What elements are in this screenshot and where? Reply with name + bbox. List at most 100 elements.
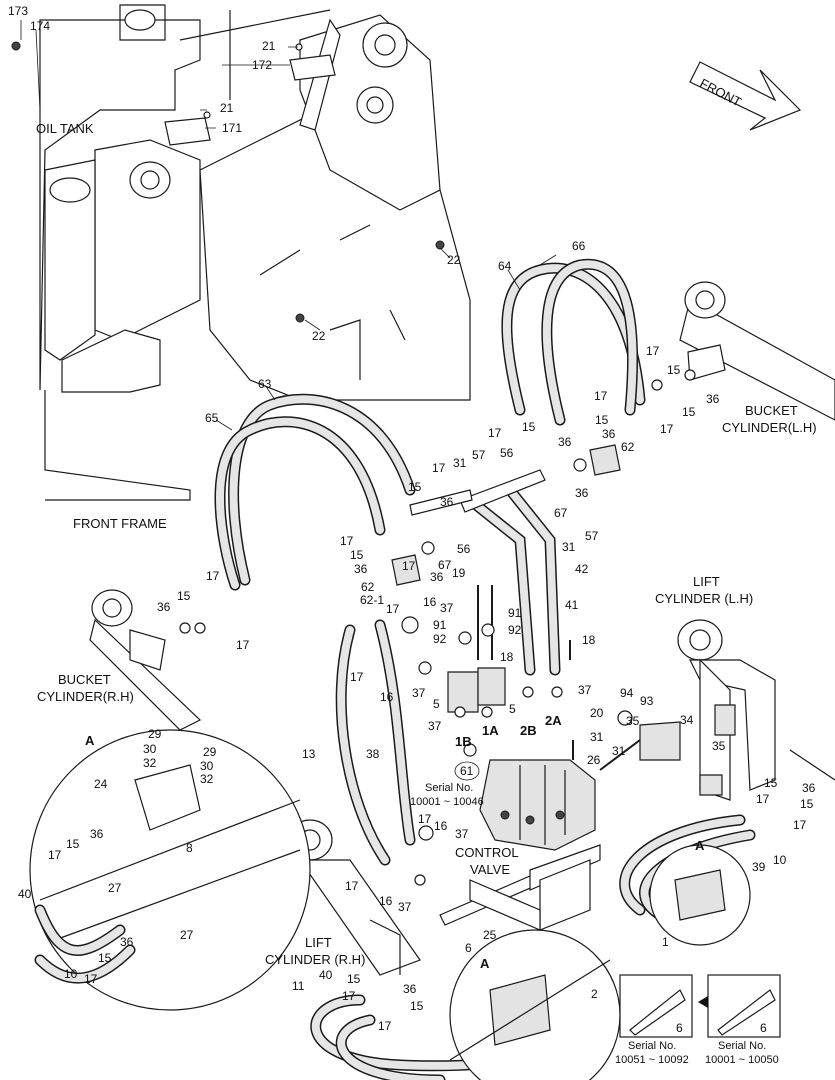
lift-cylinder-lh bbox=[677, 619, 835, 801]
label-serial-r-1: Serial No. bbox=[718, 1040, 766, 1052]
callout-c174: 174 bbox=[30, 19, 50, 33]
callout-c66: 66 bbox=[572, 239, 586, 253]
bucket-cylinder-lh bbox=[679, 281, 835, 421]
label-port-2a: 2A bbox=[545, 713, 562, 728]
callout-c30b: 30 bbox=[200, 759, 214, 773]
callout-c64: 64 bbox=[498, 259, 512, 273]
callout-c10a: 10 bbox=[64, 967, 78, 981]
callout-c5a: 5 bbox=[433, 697, 440, 711]
callout-c17i: 17 bbox=[206, 569, 220, 583]
callout-c17j: 17 bbox=[236, 638, 250, 652]
callout-c17c: 17 bbox=[660, 422, 674, 436]
label-oil-tank: OIL TANK bbox=[36, 121, 94, 136]
lift-cylinder-rh bbox=[287, 819, 421, 976]
label-lift-rh-1: LIFT bbox=[305, 935, 332, 950]
callout-c17l: 17 bbox=[48, 848, 62, 862]
callout-c15h: 15 bbox=[66, 837, 80, 851]
label-lift-lh-2: CYLINDER (L.H) bbox=[655, 591, 753, 606]
callout-c56b: 56 bbox=[457, 542, 471, 556]
callout-c19: 19 bbox=[452, 566, 466, 580]
callout-c173: 173 bbox=[8, 4, 28, 18]
callout-c38: 38 bbox=[366, 747, 380, 761]
detail-a-circle bbox=[29, 729, 311, 1011]
valve-blocks bbox=[391, 444, 736, 796]
callout-c36i: 36 bbox=[90, 827, 104, 841]
callout-c25: 25 bbox=[483, 928, 497, 942]
label-bucket-lh-2: CYLINDER(L.H) bbox=[722, 420, 817, 435]
callout-c17f: 17 bbox=[340, 534, 354, 548]
label-control-1: CONTROL bbox=[455, 845, 519, 860]
callout-c63: 63 bbox=[258, 377, 272, 391]
callout-c36l: 36 bbox=[403, 982, 417, 996]
fittings bbox=[11, 41, 696, 886]
callout-c40a: 40 bbox=[18, 887, 32, 901]
callout-c24: 24 bbox=[94, 777, 108, 791]
serial-box-right bbox=[707, 974, 781, 1038]
callout-c36b: 36 bbox=[602, 427, 616, 441]
serial-box-left bbox=[619, 974, 693, 1038]
callout-c6a: 6 bbox=[465, 941, 472, 955]
callout-c17h: 17 bbox=[386, 602, 400, 616]
callout-c29b: 29 bbox=[203, 745, 217, 759]
callout-c31b: 31 bbox=[562, 540, 576, 554]
callout-c56a: 56 bbox=[500, 446, 514, 460]
callout-c37f: 37 bbox=[455, 827, 469, 841]
callout-c27a: 27 bbox=[108, 881, 122, 895]
callout-c15l: 15 bbox=[347, 972, 361, 986]
callout-c17g: 17 bbox=[402, 559, 416, 573]
label-front-frame: FRONT FRAME bbox=[73, 516, 167, 531]
callout-c15f: 15 bbox=[350, 548, 364, 562]
callout-c31c: 31 bbox=[590, 730, 604, 744]
callout-c17e: 17 bbox=[432, 461, 446, 475]
callout-c31d: 31 bbox=[612, 744, 626, 758]
callout-c27b: 27 bbox=[180, 928, 194, 942]
label-detail-a-1: A bbox=[85, 733, 95, 748]
callout-c16d: 16 bbox=[434, 819, 448, 833]
callout-c17o: 17 bbox=[418, 812, 432, 826]
label-serial-l-1: Serial No. bbox=[628, 1040, 676, 1052]
callout-c17q: 17 bbox=[793, 818, 807, 832]
callout-c92b: 92 bbox=[508, 623, 522, 637]
callout-c92a: 92 bbox=[433, 632, 447, 646]
bucket-cylinder-rh bbox=[89, 589, 202, 731]
label-detail-a-3: A bbox=[480, 956, 490, 971]
callout-c13: 13 bbox=[302, 747, 316, 761]
label-port-2b: 2B bbox=[520, 723, 537, 738]
label-bucket-rh-1: BUCKET bbox=[58, 672, 111, 687]
callout-c29a: 29 bbox=[148, 727, 162, 741]
callout-c93: 93 bbox=[640, 694, 654, 708]
detail-a-bottom bbox=[449, 929, 621, 1080]
callout-c18a: 18 bbox=[582, 633, 596, 647]
callout-c36d: 36 bbox=[440, 495, 454, 509]
label-lift-rh-2: CYLINDER (R.H) bbox=[265, 952, 365, 967]
callout-c11: 11 bbox=[292, 979, 305, 993]
callout-c15b: 15 bbox=[682, 405, 696, 419]
callout-c65: 65 bbox=[205, 411, 219, 425]
callout-c15k: 15 bbox=[800, 797, 814, 811]
callout-c15e: 15 bbox=[408, 480, 422, 494]
bolts bbox=[477, 585, 641, 950]
callout-c8: 8 bbox=[186, 841, 193, 855]
callout-61-ring bbox=[454, 761, 480, 781]
callout-c15m: 15 bbox=[410, 999, 424, 1013]
callout-c15a: 15 bbox=[667, 363, 681, 377]
callout-c16c: 16 bbox=[379, 894, 393, 908]
label-control-2: VALVE bbox=[470, 862, 510, 877]
callout-c57a: 57 bbox=[472, 448, 486, 462]
callout-c22a: 22 bbox=[447, 253, 461, 267]
callout-c17k: 17 bbox=[350, 670, 364, 684]
callout-c36c: 36 bbox=[558, 435, 572, 449]
callout-c6c: 6 bbox=[760, 1021, 767, 1035]
callout-c5b: 5 bbox=[509, 702, 516, 716]
callout-c91b: 91 bbox=[508, 606, 522, 620]
label-detail-a-2: A bbox=[695, 838, 705, 853]
callout-c172: 172 bbox=[252, 58, 272, 72]
callout-c32a: 32 bbox=[143, 756, 157, 770]
label-bucket-rh-2: CYLINDER(R.H) bbox=[37, 689, 134, 704]
callout-c35b: 35 bbox=[712, 739, 726, 753]
callout-c36e: 36 bbox=[575, 486, 589, 500]
callout-c15i: 15 bbox=[98, 951, 112, 965]
callout-c67a: 67 bbox=[554, 506, 568, 520]
callout-c62a: 62 bbox=[621, 440, 635, 454]
